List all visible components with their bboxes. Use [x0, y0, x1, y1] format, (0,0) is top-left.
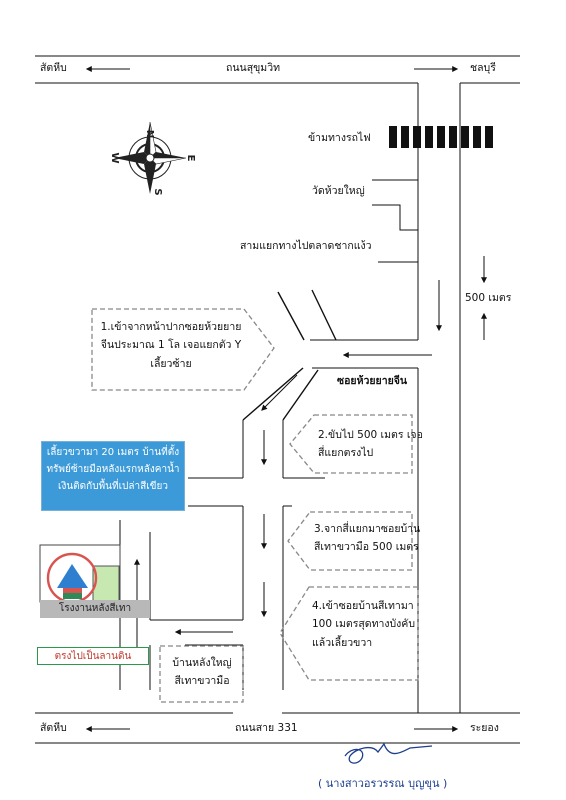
- step-1-line-2: จีนประมาณ 1 โล เจอแยกตัว Y: [100, 339, 242, 352]
- compass-letter-w: W: [109, 152, 120, 163]
- y-turn-arrow: [261, 374, 298, 411]
- signature-scribble: [344, 742, 433, 764]
- step-2-line-2: สี่แยกตรงไป: [318, 447, 374, 460]
- step-4-text: 4.เข้าซอยบ้านสีเทามา 100 เมตรสุดทางบังคั…: [312, 597, 415, 652]
- info-box-line-2: ทรัพย์ซ้ายมือหลังแรกหลังคาน้ำ: [46, 464, 180, 475]
- top-right-direction: ชลบุรี: [470, 62, 496, 74]
- compass-letter-s: S: [152, 188, 163, 195]
- house-label-line-2: สีเทาขวามือ: [174, 675, 230, 688]
- step-2-text: 2.ขับไป 500 เมตร เจอ สี่แยกตรงไป: [318, 426, 423, 463]
- top-road-name: ถนนสุขุมวิท: [226, 62, 281, 74]
- compass-letter-e: E: [185, 155, 196, 162]
- info-box-line-1: เลี้ยวขวามา 20 เมตร บ้านที่ตั้ง: [46, 447, 180, 458]
- bottom-road-name: ถนนสาย 331: [235, 722, 298, 734]
- y-branch-left-a: [277, 291, 305, 341]
- step-1-line-1: 1.เข้าจากหน้าปากซอยห้วยยาย: [100, 321, 242, 333]
- info-box-line-3: เงินติดกับพื้นที่เปล่าสีเขียว: [58, 481, 168, 492]
- compass-rose: N E S W: [109, 121, 196, 196]
- property-info-box: เลี้ยวขวามา 20 เมตร บ้านที่ตั้ง ทรัพย์ซ้…: [41, 441, 185, 511]
- soi-name-label: ซอยห้วยยายจีน: [337, 375, 408, 387]
- step-1-callout: [91, 308, 275, 391]
- top-left-direction: สัตหีบ: [40, 62, 67, 74]
- step-3-line-1: 3.จากสี่แยกมาซอยบ้าน: [314, 523, 421, 535]
- temple-label: วัดห้วยใหญ่: [312, 185, 365, 197]
- distance-label: 500 เมตร: [465, 292, 512, 304]
- step-1-text: 1.เข้าจากหน้าปากซอยห้วยยาย จีนประมาณ 1 โ…: [96, 318, 246, 373]
- house-label: บ้านหลังใหญ่ สีเทาขวามือ: [162, 654, 242, 691]
- step-1-line-3: เลี้ยวซ้าย: [150, 357, 192, 370]
- bottom-right-direction: ระยอง: [470, 722, 499, 734]
- y-branch-down-b: [282, 369, 319, 421]
- house-roof: [57, 564, 88, 588]
- house-label-line-1: บ้านหลังใหญ่: [172, 657, 232, 669]
- step-4-callout: [279, 586, 419, 681]
- step-3-text: 3.จากสี่แยกมาซอยบ้าน สีเทาขวามือ 500 เมต…: [314, 520, 420, 557]
- compass-letter-n: N: [144, 130, 155, 138]
- house-wall-green: [63, 593, 82, 599]
- step-3-callout: [287, 511, 413, 571]
- y-branch-down-a: [242, 367, 304, 421]
- railway-crossing: [389, 126, 493, 148]
- step-4-line-2: 100 เมตรสุดทางบังคับ: [312, 618, 416, 631]
- signer-name: ( นางสาวอรวรรณ บุญขุน ): [318, 777, 448, 790]
- y-branch-left-b: [311, 289, 337, 341]
- junction-label: สามแยกทางไปตลาดชากแง้ว: [240, 240, 372, 252]
- step-4-line-3: แล้วเลี้ยวขวา: [312, 636, 373, 649]
- railway-label: ข้ามทางรถไฟ: [308, 132, 371, 144]
- step-4-line-1: 4.เข้าซอยบ้านสีเทามา: [312, 600, 414, 612]
- house-wall-red: [63, 588, 82, 593]
- bottom-left-direction: สัตหีบ: [40, 722, 67, 734]
- house-label-callout: [159, 645, 244, 703]
- green-empty-area: [92, 565, 120, 603]
- temple-side-road-lower: [372, 204, 418, 231]
- factory-label: โรงงานหลังสีเทา: [40, 600, 150, 618]
- dirt-road-label: ตรงไปเป็นลานดิน: [37, 647, 149, 665]
- step-2-line-1: 2.ขับไป 500 เมตร เจอ: [318, 429, 423, 441]
- step-3-line-2: สีเทาขวามือ 500 เมตร: [314, 541, 419, 554]
- step-2-callout: [289, 414, 413, 474]
